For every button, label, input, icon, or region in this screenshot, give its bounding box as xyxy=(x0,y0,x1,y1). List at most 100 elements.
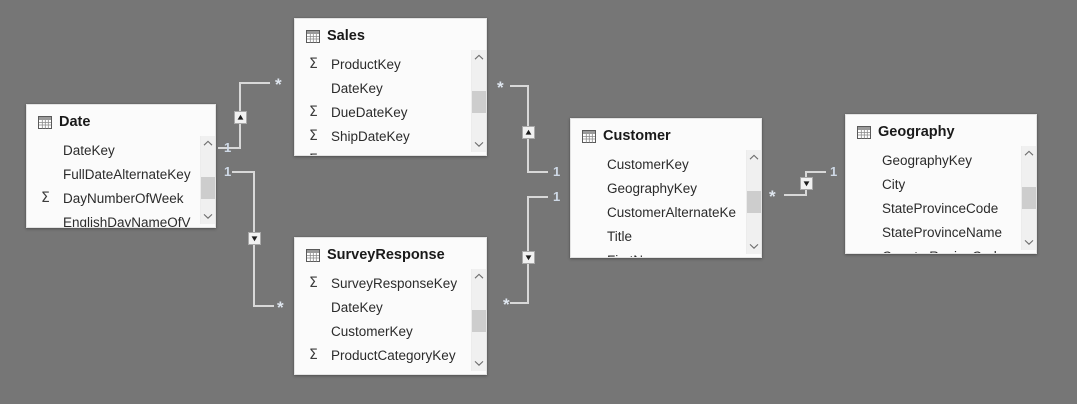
field-row[interactable]: CountryRegionCode xyxy=(846,244,1036,254)
scrollbar-thumb[interactable] xyxy=(1021,187,1036,209)
scroll-down-chevron-icon[interactable] xyxy=(1022,235,1037,250)
table-card-header[interactable]: Sales xyxy=(295,19,486,50)
field-row[interactable]: EnglishProductCateg xyxy=(295,367,486,375)
field-name: CustomerKey xyxy=(331,323,413,339)
field-row[interactable]: EnglishDayNameOfV xyxy=(27,210,215,228)
table-title: Date xyxy=(59,114,91,130)
table-card-header[interactable]: SurveyResponse xyxy=(295,238,486,269)
vertical-scrollbar[interactable] xyxy=(200,136,215,224)
table-card-header[interactable]: Geography xyxy=(846,115,1036,146)
table-card-header[interactable]: Customer xyxy=(571,119,761,150)
cardinality-one-label: 1 xyxy=(553,189,561,204)
scroll-up-chevron-icon[interactable] xyxy=(472,50,487,65)
scrollbar-thumb[interactable] xyxy=(471,310,486,332)
vertical-scrollbar[interactable] xyxy=(1021,146,1036,250)
field-row[interactable]: ΣCustomerKey xyxy=(295,148,486,156)
field-name: DayNumberOfWeek xyxy=(63,190,184,206)
scrollbar-track[interactable] xyxy=(1021,161,1036,235)
cross-filter-direction-arrow-icon[interactable] xyxy=(234,111,247,124)
field-row[interactable]: CustomerKey xyxy=(295,319,486,343)
field-name: ProductKey xyxy=(331,56,401,72)
field-name: Title xyxy=(607,228,633,244)
table-grid-icon xyxy=(582,129,596,143)
cardinality-one-label: 1 xyxy=(224,164,232,179)
field-row[interactable]: DateKey xyxy=(295,76,486,100)
field-name: GeographyKey xyxy=(607,180,698,196)
field-row[interactable]: DateKey xyxy=(295,295,486,319)
field-row[interactable]: GeographyKey xyxy=(846,148,1036,172)
field-name: CountryRegionCode xyxy=(882,249,1004,254)
field-name: StateProvinceCode xyxy=(882,200,999,216)
field-name: ProductCategoryKey xyxy=(331,347,456,363)
scrollbar-thumb[interactable] xyxy=(746,191,761,213)
field-row[interactable]: City xyxy=(846,172,1036,196)
field-row[interactable]: Σ ProductCategoryKey xyxy=(295,343,486,367)
field-row[interactable]: DateKey xyxy=(27,138,215,162)
cardinality-many-label: * xyxy=(769,187,776,206)
table-title: SurveyResponse xyxy=(327,247,445,263)
cross-filter-direction-arrow-icon[interactable] xyxy=(522,126,535,139)
cardinality-many-label: * xyxy=(277,298,284,317)
scrollbar-thumb[interactable] xyxy=(471,91,486,113)
cardinality-many-label: * xyxy=(497,78,504,97)
field-row[interactable]: StateProvinceName xyxy=(846,220,1036,244)
vertical-scrollbar[interactable] xyxy=(471,50,486,152)
field-name: CustomerKey xyxy=(331,153,413,156)
scroll-up-chevron-icon[interactable] xyxy=(747,150,762,165)
scroll-down-chevron-icon[interactable] xyxy=(472,137,487,152)
field-row[interactable]: Σ ProductKey xyxy=(295,52,486,76)
cross-filter-direction-arrow-icon[interactable] xyxy=(248,232,261,245)
table-card-header[interactable]: Date xyxy=(27,105,215,136)
scroll-up-chevron-icon[interactable] xyxy=(201,136,216,151)
cross-filter-direction-arrow-icon[interactable] xyxy=(800,177,813,190)
table-grid-icon xyxy=(306,248,320,262)
scroll-down-chevron-icon[interactable] xyxy=(201,209,216,224)
field-row[interactable]: FirstName xyxy=(571,248,761,258)
field-row[interactable]: Title xyxy=(571,224,761,248)
sum-sigma-icon: Σ xyxy=(309,347,318,363)
field-row[interactable]: CustomerAlternateKe xyxy=(571,200,761,224)
scroll-up-chevron-icon[interactable] xyxy=(472,269,487,284)
sum-sigma-icon: Σ xyxy=(309,56,318,72)
cardinality-one-label: 1 xyxy=(830,164,838,179)
field-name: CustomerAlternateKe xyxy=(607,204,737,220)
scroll-down-chevron-icon[interactable] xyxy=(472,356,487,371)
vertical-scrollbar[interactable] xyxy=(746,150,761,254)
field-row[interactable]: CustomerKey xyxy=(571,152,761,176)
table-title: Sales xyxy=(327,28,365,44)
field-row[interactable]: FullDateAlternateKey xyxy=(27,162,215,186)
scroll-up-chevron-icon[interactable] xyxy=(1022,146,1037,161)
scrollbar-track[interactable] xyxy=(471,284,486,356)
vertical-scrollbar[interactable] xyxy=(471,269,486,371)
scrollbar-track[interactable] xyxy=(200,151,215,209)
scrollbar-track[interactable] xyxy=(471,65,486,137)
field-row[interactable]: StateProvinceCode xyxy=(846,196,1036,220)
field-row[interactable]: GeographyKey xyxy=(571,176,761,200)
field-name: EnglishDayNameOfV xyxy=(63,214,191,228)
table-grid-icon xyxy=(38,115,52,129)
relationship-line[interactable] xyxy=(510,196,548,304)
field-name: FullDateAlternateKey xyxy=(63,166,191,182)
scroll-down-chevron-icon[interactable] xyxy=(747,239,762,254)
field-name: DateKey xyxy=(63,142,115,158)
field-name: City xyxy=(882,176,906,192)
scrollbar-thumb[interactable] xyxy=(200,177,215,199)
scrollbar-track[interactable] xyxy=(746,165,761,239)
cross-filter-direction-arrow-icon[interactable] xyxy=(522,251,535,264)
